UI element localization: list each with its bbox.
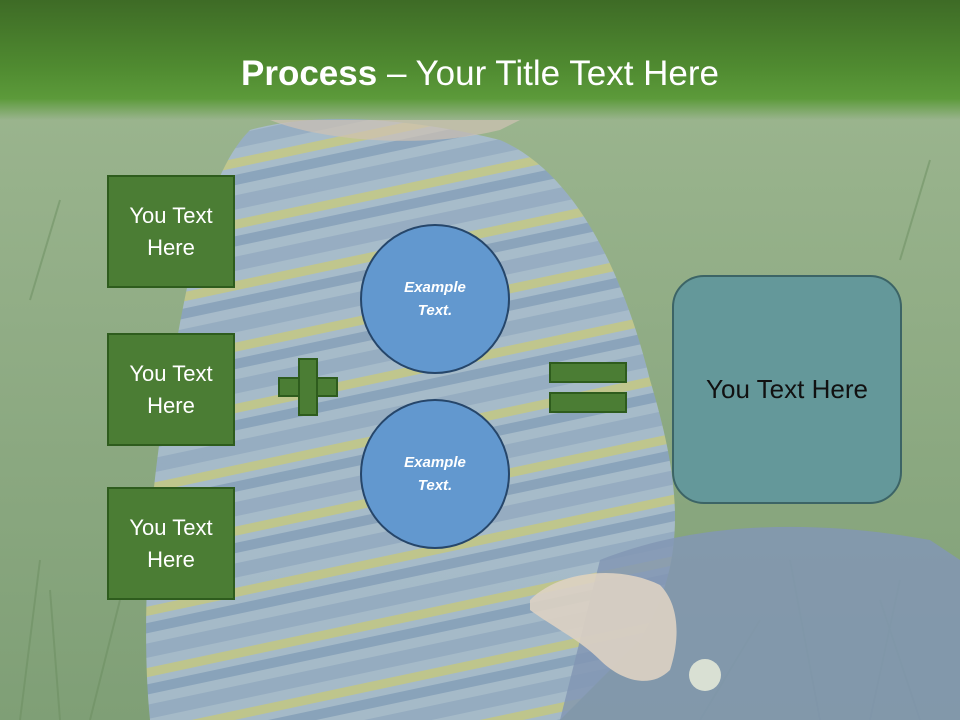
- title-bold: Process: [241, 54, 378, 93]
- input-box-1[interactable]: You Text Here: [107, 175, 235, 288]
- title-band: [0, 0, 960, 120]
- example-circle-2[interactable]: Example Text.: [360, 399, 510, 549]
- example-circle-1[interactable]: Example Text.: [360, 224, 510, 374]
- input-box-label: You Text Here: [129, 360, 213, 418]
- result-label: You Text Here: [706, 374, 868, 404]
- title-rest: – Your Title Text Here: [377, 54, 719, 93]
- equals-bar-bottom: [549, 392, 627, 413]
- input-box-label: You Text Here: [129, 514, 213, 572]
- circle-label: Example Text.: [404, 279, 466, 319]
- page-title: Process – Your Title Text Here: [0, 52, 960, 96]
- plus-center: [300, 379, 316, 395]
- result-box[interactable]: You Text Here: [672, 275, 902, 504]
- circle-label: Example Text.: [404, 454, 466, 494]
- input-box-label: You Text Here: [129, 202, 213, 260]
- equals-bar-top: [549, 362, 627, 383]
- input-box-2[interactable]: You Text Here: [107, 333, 235, 446]
- input-box-3[interactable]: You Text Here: [107, 487, 235, 600]
